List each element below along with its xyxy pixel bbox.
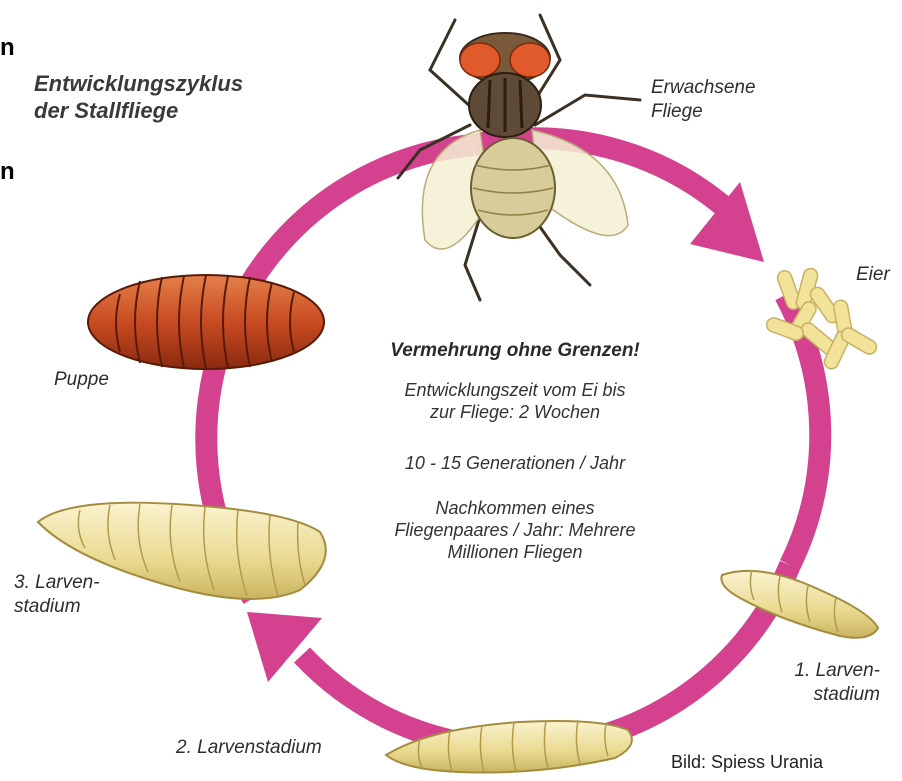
center-offspring: Nachkommen eines Fliegenpaares / Jahr: M… — [330, 497, 700, 563]
label-larva-3-line-2: stadium — [14, 595, 100, 619]
label-adult-fly: Erwachsene Fliege — [651, 76, 756, 124]
label-larva-1: 1. Larven- stadium — [784, 659, 880, 707]
label-adult-line-1: Erwachsene — [651, 76, 756, 100]
cut-off-letter-top: n — [0, 34, 15, 62]
center-heading: Vermehrung ohne Grenzen! — [330, 340, 700, 362]
center-devtime-line-1: Entwicklungszeit vom Ei bis — [330, 379, 700, 401]
center-offspring-line-2: Fliegenpaares / Jahr: Mehrere — [330, 519, 700, 541]
title-line-1: Entwicklungszyklus — [34, 70, 354, 97]
label-adult-line-2: Fliege — [651, 100, 756, 124]
cut-off-letter-middle: n — [0, 158, 15, 186]
label-larva-3-line-1: 3. Larven- — [14, 571, 100, 595]
label-larva-1-line-2: stadium — [784, 683, 880, 707]
center-generations: 10 - 15 Generationen / Jahr — [330, 452, 700, 474]
image-credit: Bild: Spiess Urania — [671, 752, 823, 773]
center-offspring-line-1: Nachkommen eines — [330, 497, 700, 519]
label-larva-3: 3. Larven- stadium — [14, 571, 100, 619]
label-larva-1-line-1: 1. Larven- — [784, 659, 880, 683]
label-pupa: Puppe — [54, 368, 109, 392]
center-devtime-line-2: zur Fliege: 2 Wochen — [330, 401, 700, 423]
pupa-illustration — [88, 275, 324, 369]
center-offspring-line-3: Millionen Fliegen — [330, 541, 700, 563]
label-eggs: Eier — [856, 263, 890, 287]
diagram-title: Entwicklungszyklus der Stallfliege — [34, 70, 354, 124]
center-devtime: Entwicklungszeit vom Ei bis zur Fliege: … — [330, 379, 700, 423]
label-larva-2: 2. Larvenstadium — [176, 736, 322, 760]
title-line-2: der Stallfliege — [34, 97, 354, 124]
